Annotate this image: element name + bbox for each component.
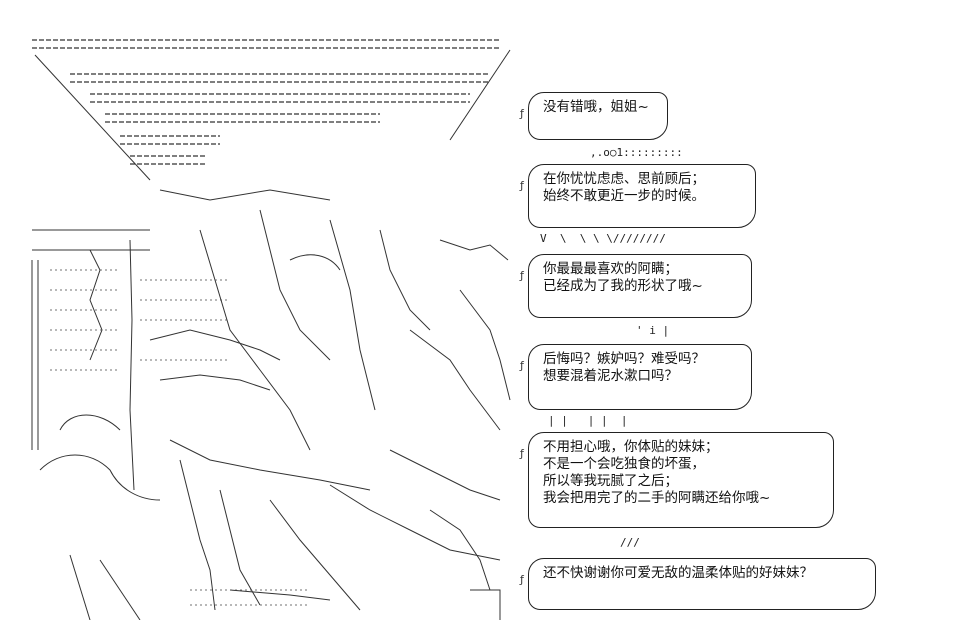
speech-bubble-5: ƒ 不用担心哦，你体贴的妹妹； 不是一个会吃独食的坏蛋， 所以等我玩腻了之后； …	[520, 432, 834, 528]
bubble-tail: ƒ	[520, 447, 524, 460]
connector-dots: ,.o○1:::::::::	[590, 146, 683, 159]
bubble-text-line: 所以等我玩腻了之后；	[543, 473, 678, 489]
bubble-tail: ƒ	[520, 179, 524, 192]
bubble-text-line: 还不快谢谢你可爱无敌的温柔体贴的好妹妹？	[543, 565, 813, 581]
bubble-tail: ƒ	[520, 269, 524, 282]
speech-bubble-2: ƒ 在你忧忧虑虑、思前顾后； 始终不敢更近一步的时候。	[520, 164, 756, 228]
connector-ticks: ' i |	[636, 324, 670, 337]
bubble-text-line: 已经成为了我的形状了哦~	[543, 278, 703, 294]
connector-triple-slash: ///	[620, 536, 640, 549]
connector-bars: | | | | |	[548, 414, 628, 427]
bubble-text-line: 想要混着泥水漱口吗？	[543, 368, 678, 384]
bubble-text-line: 在你忧忧虑虑、思前顾后；	[543, 171, 705, 187]
bubble-text-line: 始终不敢更近一步的时候。	[543, 188, 705, 204]
ascii-art-drawing	[31, 39, 511, 620]
bubble-text-line: 我会把用完了的二手的阿瞒还给你哦~	[543, 490, 771, 506]
speech-bubble-1: ƒ 没有错哦，姐姐~	[520, 92, 668, 140]
bubble-text-line: 不是一个会吃独食的坏蛋，	[543, 456, 705, 472]
bubble-text-line: 没有错哦，姐姐~	[543, 99, 649, 115]
speech-bubble-6: ƒ 还不快谢谢你可爱无敌的温柔体贴的好妹妹？	[520, 558, 876, 610]
bubble-tail: ƒ	[520, 107, 524, 120]
bubble-tail: ƒ	[520, 359, 524, 372]
speech-bubble-4: ƒ 后悔吗？嫉妒吗？难受吗？ 想要混着泥水漱口吗？	[520, 344, 752, 410]
bubble-text-line: 后悔吗？嫉妒吗？难受吗？	[543, 351, 705, 367]
ascii-art-illustration	[30, 30, 516, 620]
speech-bubble-3: ƒ 你最最最喜欢的阿瞒； 已经成为了我的形状了哦~	[520, 254, 752, 318]
bubble-text-line: 不用担心哦，你体贴的妹妹；	[543, 439, 719, 455]
connector-slashes: V \ \ \ \////////	[540, 232, 666, 245]
bubble-text-line: 你最最最喜欢的阿瞒；	[543, 261, 678, 277]
bubble-tail: ƒ	[520, 573, 524, 586]
